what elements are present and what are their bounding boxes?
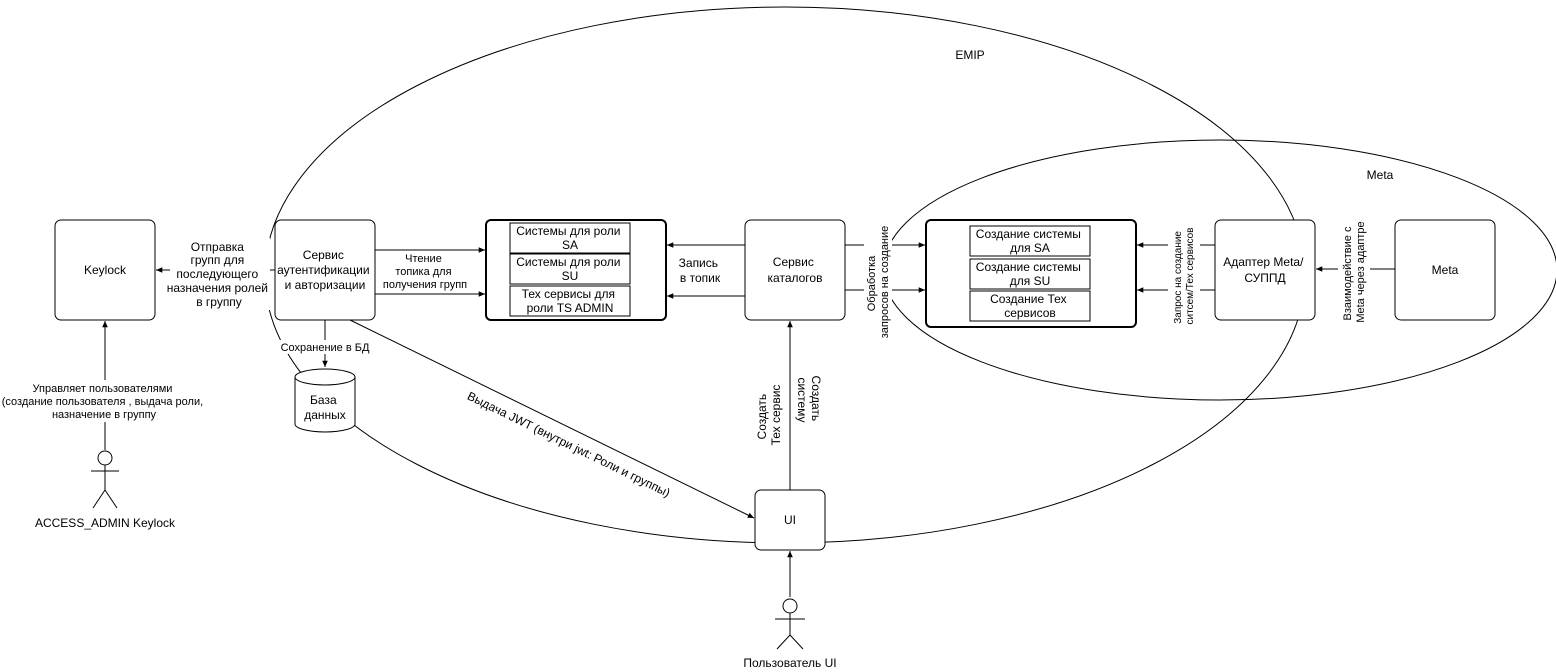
create-system-label: Создать систему xyxy=(795,376,823,425)
creation-su-label: Создание системы для SU xyxy=(976,260,1084,288)
database-node[interactable] xyxy=(294,368,356,433)
catalog-service-label: Сервис каталогов xyxy=(768,255,823,285)
creation-request-label-bg xyxy=(1168,212,1200,340)
meta-label: Meta xyxy=(1367,168,1394,182)
creation-sa-label: Создание системы для SA xyxy=(976,227,1084,255)
meta-interaction-label: Взаимодействие с Meta через адаптре xyxy=(1342,221,1367,322)
creation-ts-label: Создание Тех сервисов xyxy=(990,292,1070,320)
send-groups-label: Отправка групп для последующего назначен… xyxy=(167,240,272,309)
keylock-node[interactable] xyxy=(54,219,156,321)
meta-interaction-label-bg xyxy=(1338,212,1370,332)
read-topic-label: Чтение топика для получения групп xyxy=(383,253,467,291)
emip-label: EMIP xyxy=(955,48,984,62)
meta-node-label: Meta xyxy=(1432,263,1459,277)
save-db-label-bg xyxy=(276,340,374,354)
topic-ts[interactable] xyxy=(509,285,631,317)
creation-ts[interactable] xyxy=(969,290,1091,322)
meta-node[interactable] xyxy=(1394,219,1496,321)
write-topic-label: Запись в топик xyxy=(679,256,722,285)
database-label: База данных xyxy=(304,393,346,422)
topic-su[interactable] xyxy=(509,253,631,285)
send-groups-label-bg xyxy=(170,238,270,310)
adapter-node[interactable] xyxy=(1214,219,1316,321)
catalog-service-node[interactable] xyxy=(744,219,846,321)
creation-request-label: Запрос на создание ситсем/Тех сервисов xyxy=(1173,228,1196,325)
save-db-label: Сохранение в БД xyxy=(281,342,370,354)
topic-sa-label: Системы для роли SA xyxy=(516,224,624,252)
creation-sa[interactable] xyxy=(969,225,1091,257)
keylock-label: Keylock xyxy=(84,263,127,277)
process-requests-label: Обработка запросов на создание xyxy=(866,226,891,339)
topic-ts-label: Тех сервисы для роли TS ADMIN xyxy=(522,287,619,315)
access-admin-label: ACCESS_ADMIN Keylock xyxy=(35,516,176,530)
topic-su-label: Системы для роли SU xyxy=(516,255,624,283)
ui-label: UI xyxy=(784,513,796,527)
create-tech-service-label: Создать Тех сервис xyxy=(755,385,783,446)
issue-jwt-label: Выдача JWT (внутри jwt: Роли и группы) xyxy=(465,389,672,500)
process-requests-label-bg xyxy=(864,232,892,332)
manage-users-label-bg xyxy=(2,380,208,422)
ui-user-label: Пользователь UI xyxy=(743,656,836,670)
edge-auth-to-ui xyxy=(349,319,755,519)
topic-sa[interactable] xyxy=(509,222,631,254)
creation-su[interactable] xyxy=(969,258,1091,290)
ui-user-actor-icon xyxy=(775,598,805,650)
adapter-label: Адаптер Meta/ СУППД xyxy=(1223,255,1307,285)
manage-users-label: Управляет пользователями (создание польз… xyxy=(2,383,206,421)
auth-service-label: Сервис аутентификации и авторизации xyxy=(277,248,373,292)
access-admin-actor-icon xyxy=(91,450,119,509)
